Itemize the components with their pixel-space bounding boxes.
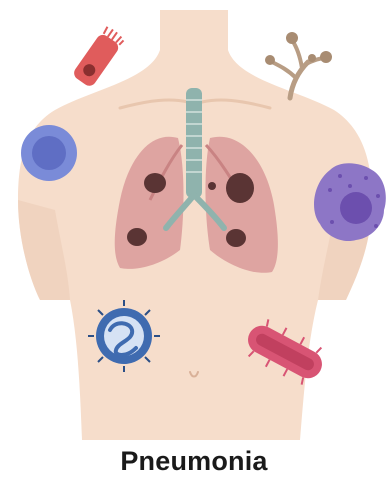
pneumonia-illustration	[0, 0, 388, 440]
epithelial-cell-icon	[71, 25, 126, 89]
diagram-caption: Pneumonia	[0, 446, 388, 477]
lymphocyte-icon	[21, 125, 77, 181]
virus-icon	[88, 300, 160, 372]
human-torso	[18, 10, 372, 440]
